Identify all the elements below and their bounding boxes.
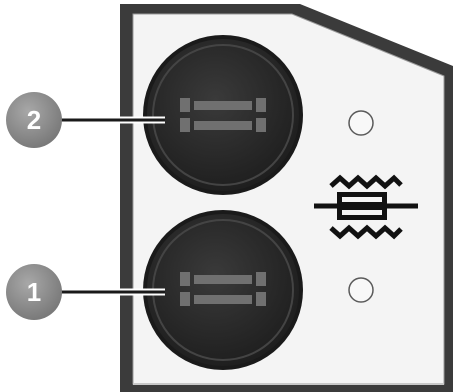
- fuse-icon: [314, 174, 418, 240]
- callout-badge: [6, 92, 62, 148]
- callout-2: 2: [6, 92, 165, 148]
- fuse-holder-bottom[interactable]: [143, 210, 303, 370]
- led-indicator-icon: [348, 110, 374, 136]
- callout-1: 1: [6, 264, 165, 320]
- callout-number: 1: [27, 277, 41, 307]
- led-indicator-icon: [348, 277, 374, 303]
- callout-number: 2: [27, 105, 41, 135]
- callout-badge: [6, 264, 62, 320]
- fuse-slot-top: [180, 98, 266, 132]
- fuse-holder-top[interactable]: [143, 35, 303, 195]
- fuse-slot-bottom: [180, 272, 266, 306]
